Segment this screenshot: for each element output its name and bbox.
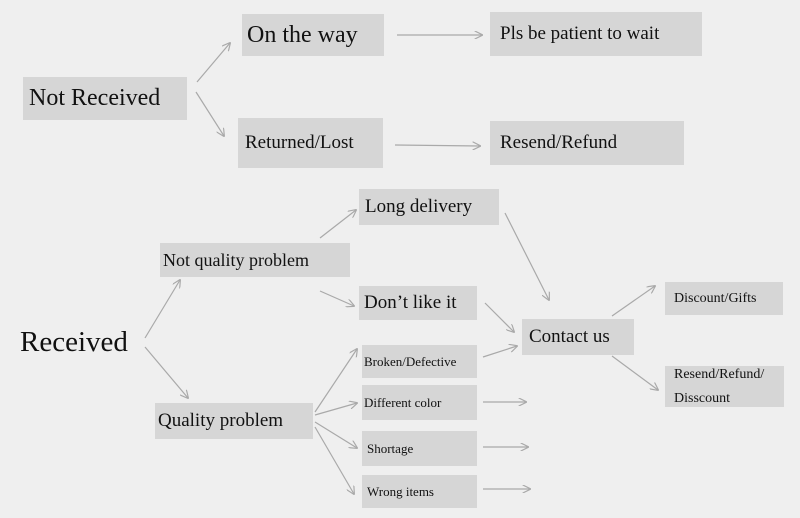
node-broken-defective: Broken/Defective bbox=[362, 345, 477, 378]
node-label-line1: Resend/Refund/ bbox=[674, 366, 765, 382]
node-label: Received bbox=[20, 326, 128, 358]
node-discount-gifts: Discount/Gifts bbox=[665, 282, 783, 315]
node-label: Shortage bbox=[367, 440, 414, 456]
node-not-quality-problem: Not quality problem bbox=[160, 243, 350, 277]
node-dont-like-it: Don’t like it bbox=[359, 286, 477, 320]
arrow-quality-to-color bbox=[314, 403, 357, 416]
node-label: On the way bbox=[247, 21, 358, 48]
arrow-returned-to-resend bbox=[394, 145, 480, 146]
node-label: Contact us bbox=[529, 326, 610, 347]
node-label: Not Received bbox=[29, 85, 161, 111]
node-wait: Pls be patient to wait bbox=[490, 12, 702, 56]
node-label: Returned/Lost bbox=[245, 132, 354, 153]
node-label: Pls be patient to wait bbox=[500, 23, 660, 44]
node-label: Not quality problem bbox=[163, 249, 309, 270]
node-on-the-way: On the way bbox=[242, 14, 384, 56]
node-label-line2: Disscount bbox=[674, 390, 730, 406]
arrow-notquality-to-long bbox=[319, 210, 356, 239]
arrow-quality-to-shortage bbox=[314, 421, 357, 448]
arrow-broken-to-contact bbox=[482, 346, 517, 358]
node-contact-us: Contact us bbox=[522, 319, 634, 355]
arrow-quality-to-broken bbox=[314, 349, 357, 413]
node-shortage: Shortage bbox=[362, 431, 477, 466]
node-quality-problem: Quality problem bbox=[155, 403, 313, 439]
node-label: Quality problem bbox=[158, 410, 284, 431]
arrow-quality-to-wrong bbox=[314, 426, 354, 494]
node-wrong-items: Wrong items bbox=[362, 475, 477, 508]
arrow-notreceived-to-ontheway bbox=[196, 43, 230, 83]
node-resend-refund: Resend/Refund bbox=[490, 121, 684, 165]
node-returned-lost: Returned/Lost bbox=[238, 118, 383, 168]
node-label: Don’t like it bbox=[364, 292, 457, 313]
node-label: Different color bbox=[364, 394, 442, 410]
node-resend-refund-discount: Resend/Refund/ Disscount bbox=[665, 366, 784, 407]
node-received: Received bbox=[20, 326, 128, 359]
node-label: Long delivery bbox=[365, 196, 473, 217]
node-long-delivery: Long delivery bbox=[359, 189, 499, 225]
arrow-received-to-notquality bbox=[144, 280, 180, 339]
arrow-received-to-quality bbox=[144, 346, 188, 398]
node-label: Resend/Refund bbox=[500, 132, 618, 153]
arrow-long-to-contact bbox=[504, 212, 549, 300]
node-label: Broken/Defective bbox=[364, 353, 457, 369]
node-label: Wrong items bbox=[367, 483, 434, 499]
arrow-contact-to-resend-discount bbox=[611, 355, 658, 390]
node-different-color: Different color bbox=[362, 385, 477, 420]
arrow-dontlike-to-contact bbox=[484, 302, 514, 332]
arrow-contact-to-discount bbox=[611, 286, 655, 317]
arrow-notquality-to-dontlike bbox=[319, 290, 354, 306]
node-not-received: Not Received bbox=[23, 77, 187, 120]
arrow-notreceived-to-returned bbox=[195, 91, 224, 136]
node-label: Discount/Gifts bbox=[674, 290, 757, 306]
